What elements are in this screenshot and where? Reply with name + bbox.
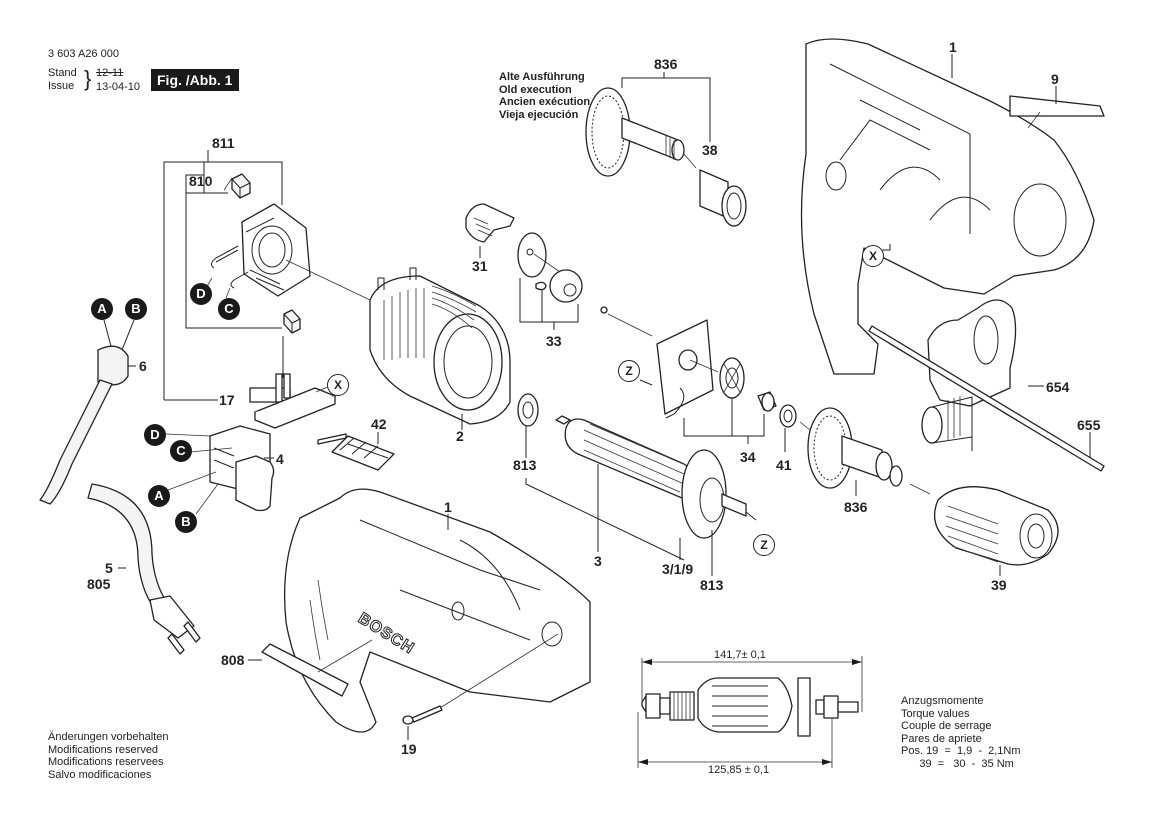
dimension-core: 125,85 ± 0,1 (708, 764, 770, 776)
part-label-654: 654 (1046, 379, 1070, 395)
part-label-1-rear-housing: 1 (949, 39, 957, 55)
keyless-chuck-39 (909, 483, 1059, 576)
note-line: Couple de serrage (901, 720, 992, 732)
gear-shaft-836-old (585, 72, 747, 227)
part-label-813-left: 813 (513, 457, 537, 473)
nameplate-808 (248, 639, 373, 697)
auxiliary-handle-654 (921, 299, 1044, 451)
note-line: Ancien exécution (499, 96, 591, 108)
modifications-note: Änderungen vorbehalten Modifications res… (48, 731, 168, 781)
reference-marker-z-armature: Z (753, 534, 775, 556)
reference-marker-z-plate: Z (618, 360, 640, 382)
part-label-3: 3 (594, 553, 602, 569)
issue-date: 13-04-10 (96, 81, 141, 93)
part-label-42: 42 (371, 416, 387, 432)
part-label-33: 33 (546, 333, 562, 349)
connector-badge-d-switch: D (144, 424, 166, 446)
retaining-plate (639, 319, 719, 419)
trigger-switch-4 (165, 425, 275, 515)
reference-marker-x-housing: X (862, 245, 884, 267)
part-label-811: 811 (212, 135, 235, 151)
note-line: Salvo modificaciones (48, 768, 152, 781)
part-label-1-front-housing: 1 (444, 499, 452, 515)
brush-springs (210, 245, 249, 289)
torque-pos-39: 39 = 30 - 35 Nm (901, 757, 1014, 770)
suppressor-42 (317, 432, 395, 471)
part-label-2: 2 (456, 428, 464, 444)
depth-stop-rod-655 (868, 325, 1105, 472)
dimension-overall: 141,7± 0,1 (714, 649, 766, 661)
stand-label: Stand (48, 67, 77, 79)
connector-badge-a-cord: A (91, 298, 113, 320)
note-line: Old execution (499, 83, 572, 96)
clip-17 (249, 373, 291, 403)
cover-x-part (254, 385, 336, 429)
carbon-brush-bottom (282, 309, 301, 378)
note-line: Anzugsmomente (901, 695, 984, 707)
note-line: Pares de apriete (901, 732, 982, 745)
part-label-808: 808 (221, 652, 245, 668)
screw-19 (402, 633, 559, 740)
part-label-38: 38 (702, 142, 718, 158)
part-label-655: 655 (1077, 417, 1101, 433)
note-line: Torque values (901, 707, 970, 720)
old-execution-note: Alte Ausführung Old execution Ancien exé… (499, 71, 590, 121)
note-line: Vieja ejecución (499, 108, 579, 121)
reference-marker-x-switch: X (327, 374, 349, 396)
connector-badge-c-brush: C (218, 298, 240, 320)
badge-leaders (205, 177, 233, 299)
cover-31 (465, 203, 515, 258)
armature-dimension-drawing (637, 656, 863, 768)
part-label-810: 810 (189, 173, 213, 189)
gear-switch-assembly-33 (517, 232, 653, 337)
connector-badge-c-switch: C (170, 440, 192, 462)
part-number: 3 603 A26 000 (48, 48, 119, 60)
armature-3 (517, 393, 757, 576)
part-label-34: 34 (740, 449, 756, 465)
carbon-brush-top (231, 173, 251, 199)
brace: } (84, 66, 92, 91)
stator-field-coil (369, 267, 511, 430)
torque-pos-19: Pos. 19 = 1,9 - 2,1Nm (901, 745, 1021, 757)
power-cord (39, 319, 201, 655)
connector-badge-a-switch: A (148, 485, 170, 507)
part-label-39: 39 (991, 577, 1007, 593)
part-label-19: 19 (401, 741, 417, 757)
connector-badge-d-brush: D (190, 283, 212, 305)
note-line: Alte Ausführung (499, 71, 585, 83)
connector-badge-b-switch: B (175, 511, 197, 533)
part-label-813-right: 813 (700, 577, 724, 593)
part-label-4: 4 (276, 451, 284, 467)
note-line: Modifications reservees (48, 756, 164, 768)
figure-label: Fig. /Abb. 1 (151, 69, 240, 91)
part-label-6: 6 (139, 358, 147, 374)
issue-label: Issue (48, 80, 75, 92)
housing-half-front (284, 488, 591, 733)
part-label-17: 17 (219, 392, 235, 408)
part-label-9: 9 (1051, 71, 1059, 87)
label-plate-9 (1009, 86, 1105, 129)
part-label-836: 836 (844, 499, 868, 515)
gear-shaft-836 (799, 407, 903, 496)
part-label-31: 31 (472, 258, 488, 274)
note-line: Änderungen vorbehalten (48, 731, 169, 743)
brush-holder (241, 203, 371, 301)
bearing-set-34 (683, 357, 777, 444)
part-label-805: 805 (87, 576, 111, 592)
brush-holder-assembly-bracket (163, 150, 283, 401)
old-date: 12-11 (96, 67, 124, 79)
torque-values-note: Anzugsmomente Torque values Couple de se… (901, 695, 1021, 770)
housing-half-rear (800, 38, 1095, 375)
circlip-41 (779, 404, 797, 452)
part-label-836-old: 836 (654, 56, 678, 72)
part-label-41: 41 (776, 457, 792, 473)
part-label-3-1-9: 3/1/9 (662, 561, 694, 577)
part-label-5: 5 (105, 560, 113, 576)
note-line: Modifications reserved (48, 743, 159, 756)
connector-badge-b-cord: B (125, 298, 147, 320)
